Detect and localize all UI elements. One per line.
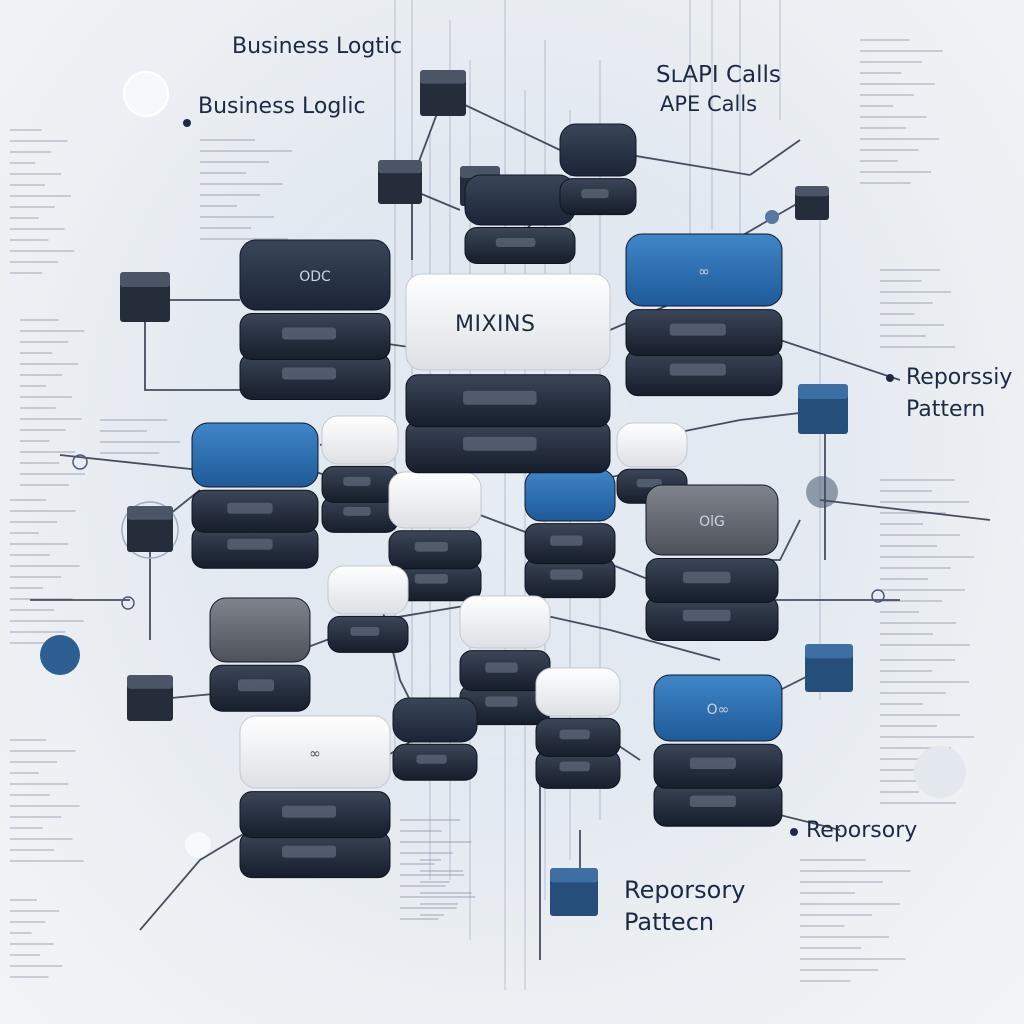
ring-left: [121, 501, 179, 559]
node-cube: [550, 868, 598, 916]
node-cube: [798, 384, 848, 434]
mixins-label: MIXINS: [455, 312, 536, 337]
stack-mark: ODC: [299, 269, 331, 285]
api-calls-label: APE Calls: [660, 92, 758, 116]
business-logic-label: Business Loglic: [198, 94, 366, 119]
stack-lower-white: [535, 667, 621, 789]
repository-pattern-line1: Reporssiy: [906, 365, 1013, 390]
node-cube: [795, 186, 829, 220]
stack-top-center: [464, 174, 576, 264]
blue-sphere: [40, 635, 80, 675]
node-cubes: [120, 70, 853, 916]
stack-lower-center: [459, 595, 551, 726]
stack-top-right: ∞: [625, 233, 783, 397]
repository-bottom-line1: Reporsory: [624, 876, 746, 904]
node-cube: [805, 644, 853, 692]
business-logic-label-top: Business Logtic: [232, 34, 403, 59]
white-sphere-left: [185, 832, 211, 858]
stack-lower-navy: [392, 697, 478, 781]
api-calls-label-top: SʟAPI Calls: [656, 62, 781, 88]
ring-sphere-right: [806, 476, 838, 508]
stack-left-grey: [209, 597, 311, 712]
stack-center-white: [388, 471, 482, 602]
bullet-business-logic: [183, 119, 191, 127]
small-dot-left: [72, 454, 88, 470]
bullet-repository-top: [886, 374, 894, 382]
margin-text-clutter: [10, 39, 974, 982]
node-cube: [378, 160, 422, 204]
repository-pattern-line2: Pattern: [906, 397, 986, 422]
node-cube: [420, 70, 466, 116]
sun-sphere: [123, 71, 169, 117]
small-dot-mid: [121, 596, 135, 610]
stack-mid-right: OlG: [645, 484, 779, 641]
node-cube: [127, 675, 173, 721]
small-dot-right: [871, 589, 885, 603]
stack-mark: OlG: [699, 514, 725, 530]
stack-mark: ∞: [698, 264, 710, 280]
stack-left-small-white: [321, 415, 399, 533]
stack-center-blue: [524, 468, 616, 599]
stack-lower-right: O∞: [653, 674, 783, 827]
white-sphere-right: [914, 746, 966, 798]
stack-mark: ∞: [309, 746, 321, 762]
decorative-spheres: [40, 71, 966, 858]
repository-bottom-line2: Pattecn: [624, 908, 715, 936]
bullet-repository-mid: [790, 828, 798, 836]
repository-pattern-label-bottom: Reporsory Pattecn: [624, 874, 745, 938]
stack-small-white-2: [327, 565, 409, 653]
node-cube: [120, 272, 170, 322]
stack-mixins: [405, 273, 611, 474]
stack-bottom-left: ∞: [239, 715, 391, 879]
dot-top-right: [765, 210, 779, 224]
stack-top-small: [559, 123, 637, 216]
node-cube: [127, 506, 173, 552]
stack-odc: ODC: [239, 239, 391, 400]
repository-label-mid: Reporsory: [806, 818, 918, 843]
server-stacks: ODC ∞ OlG O∞ ∞: [191, 123, 783, 879]
repository-pattern-label-right: Reporssiy Pattern: [906, 362, 1012, 426]
stack-left-blue: [191, 422, 319, 569]
stack-mark: O∞: [707, 702, 730, 718]
